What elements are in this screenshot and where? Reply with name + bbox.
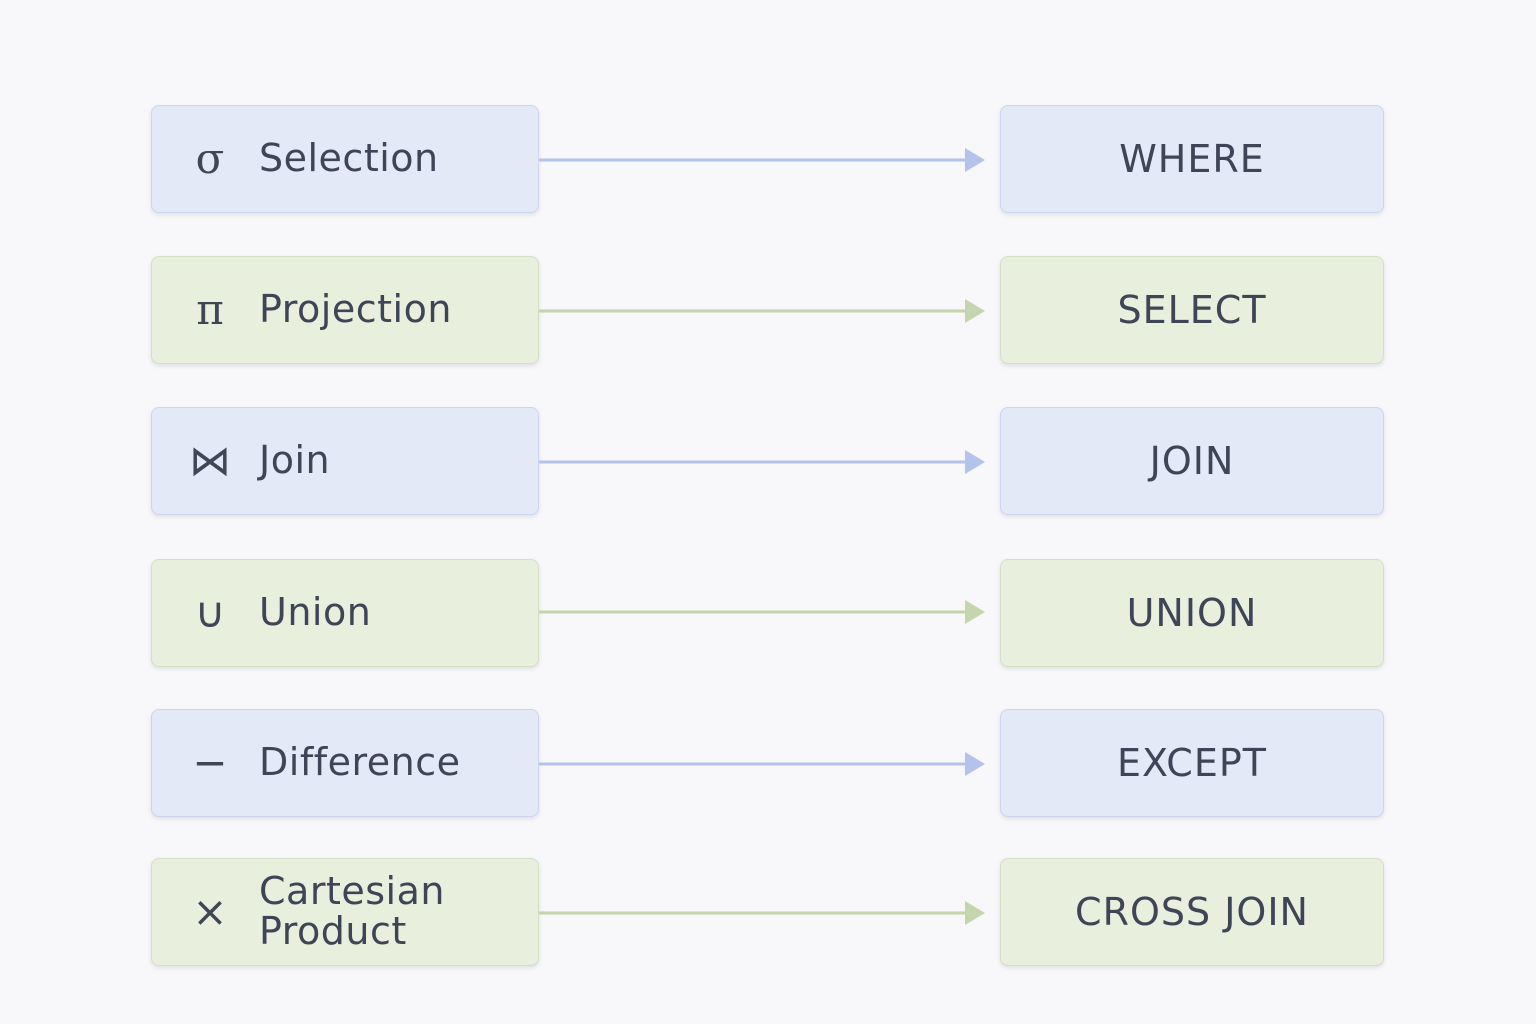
arrowhead-icon bbox=[965, 299, 985, 323]
operation-label-selection: Selection bbox=[259, 136, 439, 181]
operation-label-join: Join bbox=[259, 438, 331, 483]
sql-label-cross-join: CROSS JOIN bbox=[1075, 890, 1309, 934]
mapping-row-difference: − Difference EXCEPT bbox=[0, 709, 1536, 819]
mapping-row-projection: π Projection SELECT bbox=[0, 256, 1536, 366]
operation-box-join: ⋈ Join bbox=[151, 407, 539, 515]
operation-label-projection: Projection bbox=[259, 287, 452, 332]
operation-box-projection: π Projection bbox=[151, 256, 539, 364]
sql-label-select: SELECT bbox=[1117, 288, 1267, 332]
arrow-selection-to-where bbox=[539, 148, 985, 172]
bowtie-join-icon: ⋈ bbox=[189, 436, 231, 485]
sql-box-select: SELECT bbox=[1000, 256, 1384, 364]
arrow-projection-to-select bbox=[539, 299, 985, 323]
mapping-row-union: ∪ Union UNION bbox=[0, 559, 1536, 669]
operation-label-difference: Difference bbox=[259, 740, 461, 785]
arrow-join-to-join bbox=[539, 450, 985, 474]
arrowhead-icon bbox=[965, 450, 985, 474]
sql-box-join: JOIN bbox=[1000, 407, 1384, 515]
sql-box-except: EXCEPT bbox=[1000, 709, 1384, 817]
pi-icon: π bbox=[196, 285, 224, 334]
sql-box-cross-join: CROSS JOIN bbox=[1000, 858, 1384, 966]
arrowhead-icon bbox=[965, 148, 985, 172]
mapping-row-join: ⋈ Join JOIN bbox=[0, 407, 1536, 517]
sql-label-join: JOIN bbox=[1149, 439, 1235, 483]
operation-label-cartesian-product: Cartesian Product bbox=[259, 869, 445, 953]
sql-label-where: WHERE bbox=[1119, 137, 1265, 181]
arrow-union-to-union bbox=[539, 600, 985, 624]
sql-box-where: WHERE bbox=[1000, 105, 1384, 213]
arrow-cartesian-product-to-cross-join bbox=[539, 901, 985, 925]
mapping-row-cartesian-product: × Cartesian Product CROSS JOIN bbox=[0, 858, 1536, 968]
minus-icon: − bbox=[192, 738, 228, 787]
operation-label-union: Union bbox=[259, 590, 372, 635]
sql-box-union: UNION bbox=[1000, 559, 1384, 667]
arrow-difference-to-except bbox=[539, 752, 985, 776]
arrowhead-icon bbox=[965, 600, 985, 624]
arrowhead-icon bbox=[965, 752, 985, 776]
mapping-row-selection: σ Selection WHERE bbox=[0, 105, 1536, 215]
operation-box-union: ∪ Union bbox=[151, 559, 539, 667]
union-icon: ∪ bbox=[194, 588, 226, 637]
times-icon: × bbox=[192, 887, 228, 936]
operation-box-cartesian-product: × Cartesian Product bbox=[151, 858, 539, 966]
operation-box-selection: σ Selection bbox=[151, 105, 539, 213]
sql-label-union: UNION bbox=[1126, 591, 1258, 635]
arrowhead-icon bbox=[965, 901, 985, 925]
sigma-icon: σ bbox=[195, 134, 225, 183]
operation-box-difference: − Difference bbox=[151, 709, 539, 817]
sql-label-except: EXCEPT bbox=[1117, 741, 1267, 785]
